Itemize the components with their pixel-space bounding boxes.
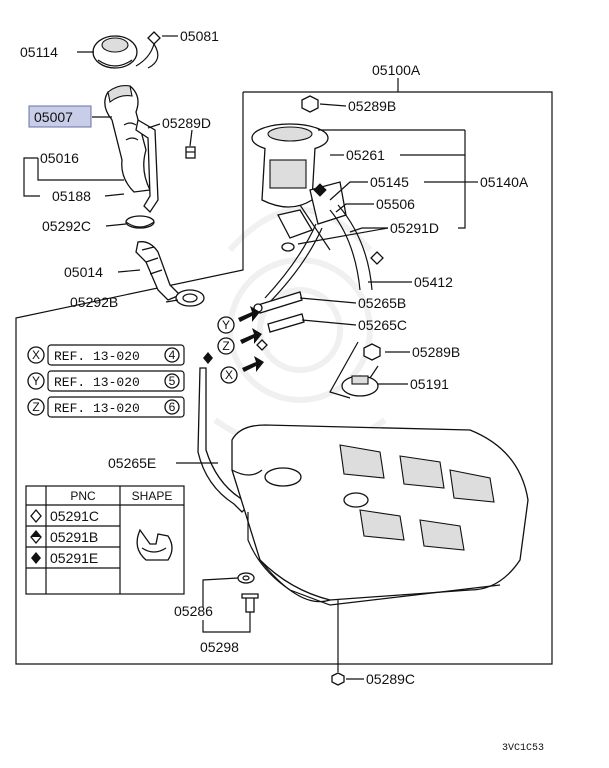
legend-header-pnc: PNC	[70, 489, 96, 503]
clip-open-diamond-lower[interactable]	[256, 339, 268, 351]
callout-05265E[interactable]: 05265E	[108, 455, 156, 471]
svg-text:Z: Z	[222, 339, 229, 353]
callout-05261[interactable]: 05261	[346, 147, 385, 163]
callout-05007[interactable]: 05007	[34, 109, 73, 125]
callout-05291D[interactable]: 05291D	[390, 220, 439, 236]
filler-hose-05014[interactable]	[135, 241, 182, 301]
callout-05145[interactable]: 05145	[370, 174, 409, 190]
callout-05016[interactable]: 05016	[40, 150, 79, 166]
legend-pnc-2[interactable]: 05291E	[50, 550, 98, 566]
tank-bolt-05298[interactable]	[241, 593, 259, 613]
breather-hose[interactable]	[135, 118, 159, 214]
fuel-pump-module[interactable]	[251, 123, 329, 239]
svg-text:6: 6	[169, 400, 176, 414]
cap-tether-clip[interactable]	[135, 31, 161, 69]
clip-shape-illustration	[136, 528, 173, 561]
hose-clamp-05292B[interactable]	[175, 289, 205, 307]
callout-05114[interactable]: 05114	[20, 44, 58, 60]
callout-05014[interactable]: 05014	[64, 264, 103, 280]
svg-text:REF. 13-020: REF. 13-020	[54, 401, 140, 416]
hose-05265C[interactable]	[267, 313, 305, 333]
leader-lines	[23, 35, 478, 680]
callout-05191[interactable]: 05191	[410, 376, 449, 392]
open-diamond-icon	[30, 508, 42, 524]
callout-05140A[interactable]: 05140A	[480, 174, 529, 190]
drawing-code: 3VC1C53	[502, 743, 544, 754]
assembly-bracket	[15, 91, 553, 665]
svg-text:X: X	[225, 368, 233, 382]
clip-open-diamond-05291C[interactable]	[370, 251, 384, 265]
svg-text:REF. 13-020: REF. 13-020	[54, 375, 140, 390]
fuel-lines-05412[interactable]	[264, 204, 373, 305]
fuel-tank[interactable]	[231, 424, 529, 606]
arrow-marker-Z: Z	[217, 328, 262, 355]
shape-legend-table: PNC SHAPE 05291C 05291B 05291E	[25, 485, 185, 595]
callout-05188[interactable]: 05188	[52, 188, 91, 204]
legend-pnc-0[interactable]: 05291C	[50, 508, 99, 524]
neck-bolt-05289D[interactable]	[185, 146, 196, 159]
svg-text:4: 4	[169, 348, 176, 362]
callout-05289B-mid[interactable]: 05289B	[412, 344, 460, 360]
filler-cap[interactable]	[92, 35, 138, 69]
ref-row-Z[interactable]: Z REF. 13-020 6	[27, 396, 185, 418]
callout-05412[interactable]: 05412	[414, 274, 453, 290]
clip-filled-diamond-05291E[interactable]	[203, 352, 213, 364]
callout-05286[interactable]: 05286	[174, 603, 213, 619]
callout-05506[interactable]: 05506	[376, 196, 415, 212]
svg-text:5: 5	[169, 374, 176, 388]
callout-05081[interactable]: 05081	[180, 28, 219, 44]
callout-05289D[interactable]: 05289D	[162, 115, 211, 131]
callout-05292B[interactable]: 05292B	[70, 294, 118, 310]
vent-valve-05191[interactable]	[341, 365, 379, 397]
callout-05100A[interactable]: 05100A	[372, 62, 421, 78]
arrow-marker-X: X	[220, 356, 264, 384]
legend-header-shape: SHAPE	[132, 489, 173, 503]
clip-half-diamond-05291B[interactable]	[313, 183, 327, 197]
arrow-marker-Y: Y	[217, 306, 260, 334]
pump-bolt-05289B[interactable]	[301, 95, 319, 113]
reference-list: X REF. 13-020 4 Y REF. 13-020 5 Z REF. 1…	[27, 344, 185, 418]
svg-text:Z: Z	[32, 400, 39, 414]
filler-neck-pipe[interactable]	[104, 85, 151, 193]
half-diamond-icon	[30, 529, 42, 545]
callout-05298[interactable]: 05298	[200, 639, 239, 655]
tank-washer-05286[interactable]	[237, 572, 255, 584]
ref-row-Y[interactable]: Y REF. 13-020 5	[27, 370, 185, 392]
svg-text:REF. 13-020: REF. 13-020	[54, 349, 140, 364]
svg-text:Y: Y	[32, 374, 40, 388]
callout-05292C[interactable]: 05292C	[42, 218, 91, 234]
ref-row-X[interactable]: X REF. 13-020 4	[27, 344, 185, 366]
callout-05289C[interactable]: 05289C	[366, 671, 415, 687]
callout-05265B[interactable]: 05265B	[358, 295, 406, 311]
filled-diamond-icon	[31, 552, 41, 564]
legend-pnc-1[interactable]: 05291B	[50, 529, 98, 545]
gasket-05291D[interactable]	[281, 242, 295, 252]
highlight-box-05007	[28, 105, 92, 128]
hose-clamp-05292C[interactable]	[125, 215, 155, 229]
tank-nut-05289C[interactable]	[331, 672, 345, 686]
valve-bolt-05289B[interactable]	[363, 343, 381, 361]
callout-05265C[interactable]: 05265C	[358, 317, 407, 333]
callout-labels: 05114 05081 05007 05289D 05016 05188 052…	[20, 28, 529, 687]
callout-05289B-top[interactable]: 05289B	[348, 98, 396, 114]
svg-text:X: X	[32, 348, 40, 362]
svg-text:Y: Y	[222, 318, 230, 332]
